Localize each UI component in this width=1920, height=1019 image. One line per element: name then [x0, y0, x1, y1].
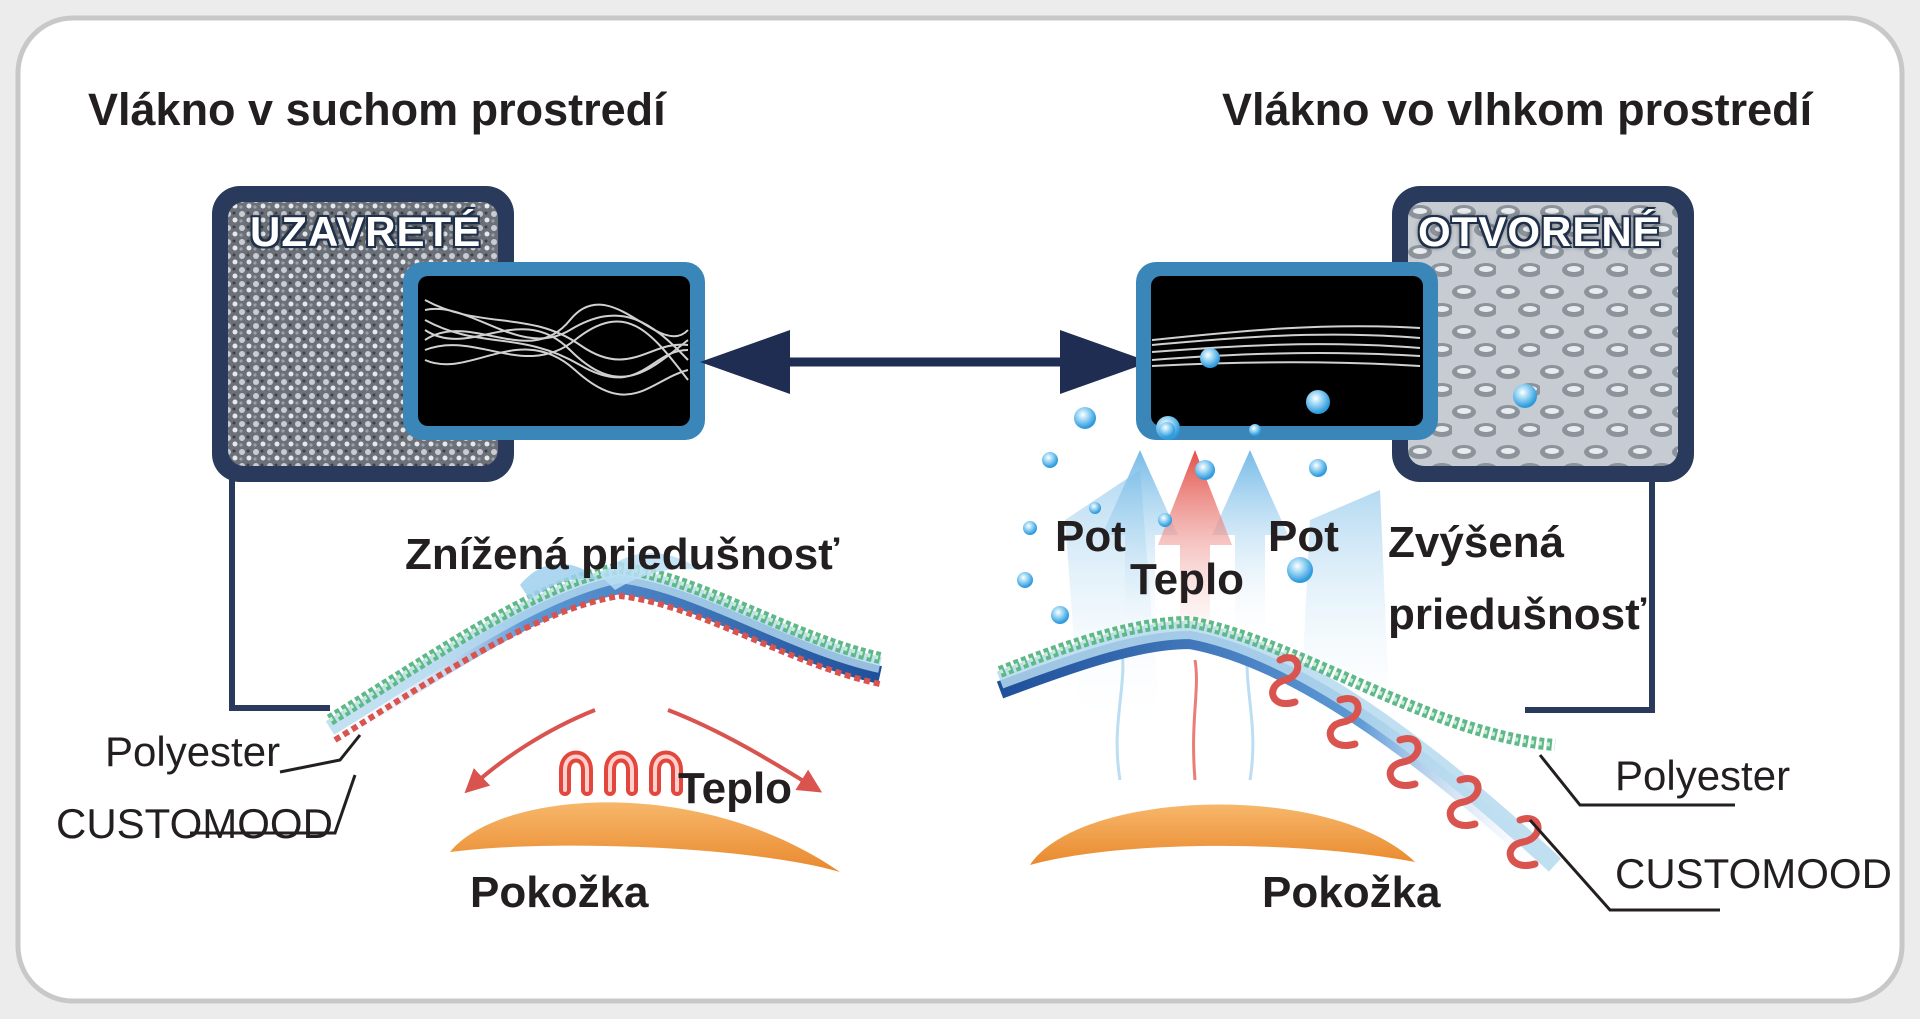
increased-breathability-line2: priedušnosť [1388, 590, 1647, 639]
left-skin-label: Pokožka [470, 868, 649, 917]
heat-wave-icon [559, 750, 683, 796]
wet-fiber-inset [1136, 262, 1438, 440]
right-polyester-label: Polyester [1615, 752, 1791, 799]
reduced-breathability-label: Znížená priedušnosť [405, 530, 840, 579]
left-heading: Vlákno v suchom prostredí [88, 84, 666, 135]
right-skin [1030, 804, 1415, 865]
left-heat-label: Teplo [678, 764, 793, 813]
heat-reflect-arrows [464, 708, 823, 794]
left-customood-label: CUSTOMOOD [56, 800, 333, 847]
left-polyester-label: Polyester [105, 728, 281, 775]
sweat-label-left: Pot [1055, 512, 1126, 561]
double-headed-arrow-icon [700, 330, 1150, 394]
dry-fiber-inset [403, 262, 705, 440]
sweat-label-right: Pot [1268, 512, 1339, 561]
increased-breathability-line1: Zvýšená [1388, 518, 1565, 567]
right-customood-label: CUSTOMOOD [1615, 850, 1892, 897]
left-air-wisps [520, 552, 700, 600]
right-leader-lines [1528, 754, 1735, 912]
open-knit-box [1392, 186, 1694, 482]
left-leader-lines [190, 734, 362, 835]
right-heading: Vlákno vo vlhkom prostredí [1222, 84, 1813, 135]
left-connector-line [229, 478, 330, 711]
left-skin [450, 802, 840, 872]
right-fabric-layers [996, 615, 1562, 882]
right-connector-line [1525, 478, 1655, 713]
right-heat-label: Teplo [1130, 555, 1245, 604]
closed-box-label: UZAVRETÉ [250, 208, 482, 255]
right-skin-label: Pokožka [1262, 868, 1441, 917]
water-droplet-icon [1017, 348, 1537, 624]
open-box-label: OTVORENÉ [1418, 208, 1662, 255]
